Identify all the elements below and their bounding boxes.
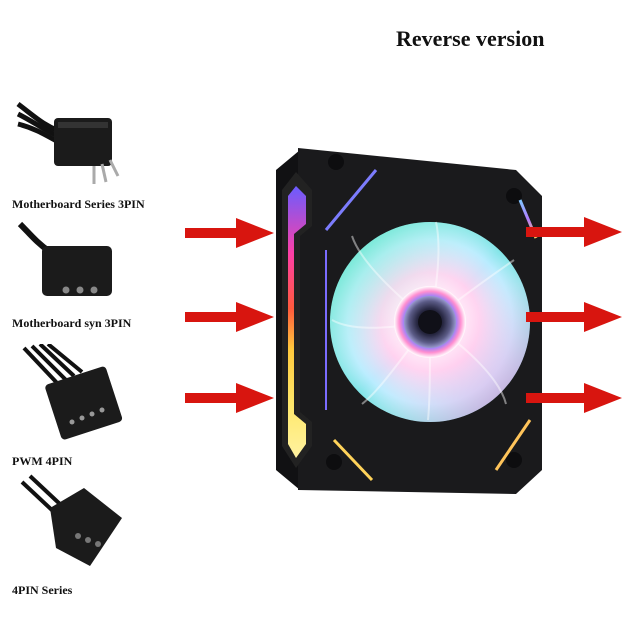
- 4pin-series-connector-icon: [20, 474, 122, 566]
- 3pin-connector-icon: [16, 102, 120, 184]
- connector-label: PWM 4PIN: [12, 454, 73, 468]
- argb-3pin-connector-icon: [17, 221, 112, 296]
- pwm-4pin-connector-icon: [22, 344, 123, 440]
- connector-label: 4PIN Series: [12, 583, 73, 597]
- page-title: Reverse version: [396, 26, 545, 51]
- connector-label: Motherboard Series 3PIN: [12, 197, 145, 211]
- connector-label: Motherboard syn 3PIN: [12, 316, 132, 330]
